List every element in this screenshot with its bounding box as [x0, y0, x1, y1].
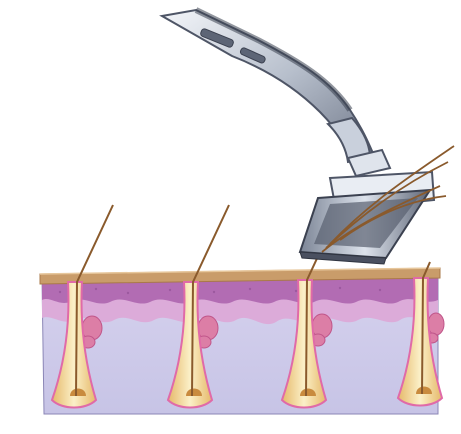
razor — [162, 10, 434, 264]
skin-cross-section — [40, 268, 440, 414]
